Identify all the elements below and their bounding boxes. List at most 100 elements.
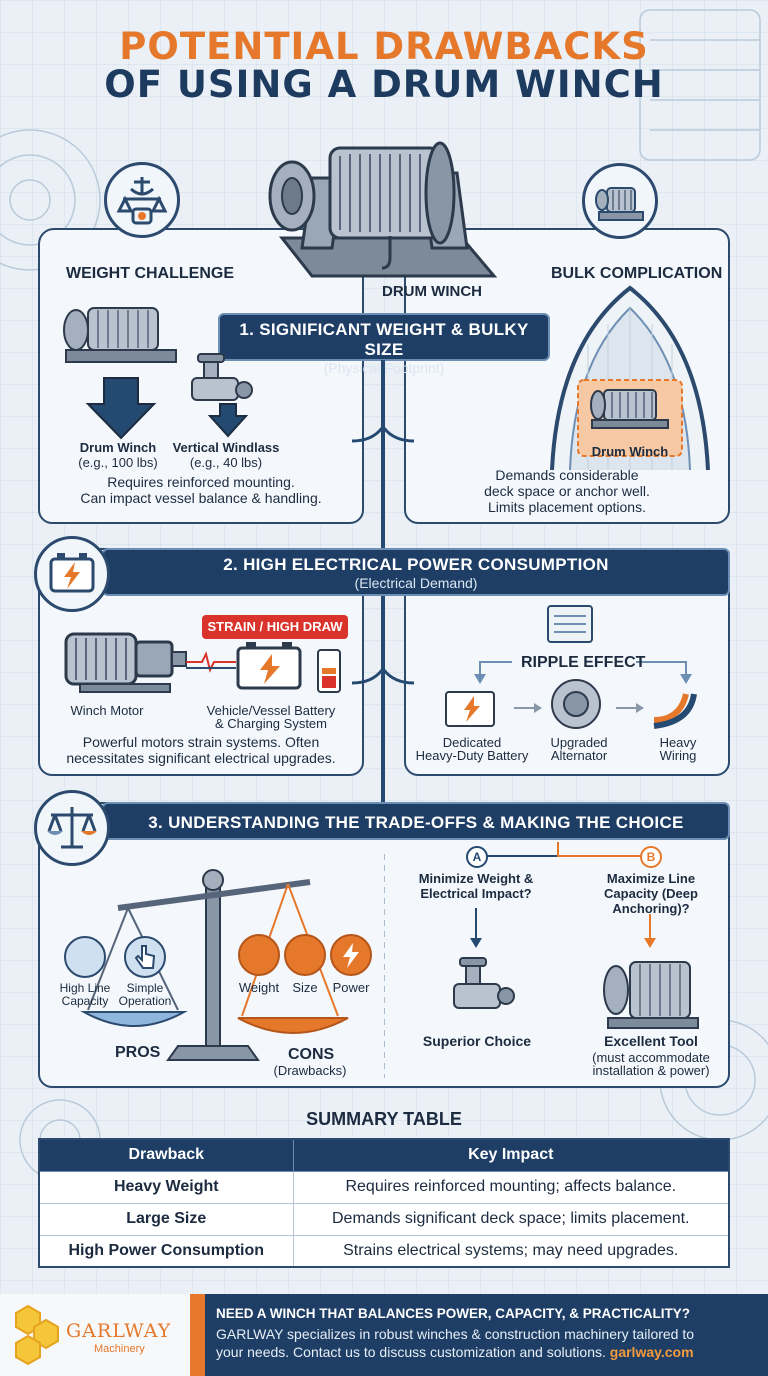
pro-1-line2: Capacity [61, 994, 109, 1008]
strain-badge: STRAIN / HIGH DRAW [202, 615, 348, 639]
pro-1-line1: High Line [59, 981, 111, 995]
cons-sublabel: (Drawbacks) [273, 1063, 347, 1078]
bulk-complication-title: BULK COMPLICATION [551, 265, 723, 282]
summary-title: SUMMARY TABLE [306, 1109, 462, 1129]
pros-label: PROS [115, 1044, 161, 1061]
logo-subtitle: Machinery [94, 1343, 145, 1355]
ripple-item-2-line2: Alternator [550, 748, 608, 763]
section3-heading: 3. UNDERSTANDING THE TRADE-OFFS & MAKING… [148, 813, 684, 832]
ripple-item-1-line1: Dedicated [442, 735, 502, 750]
battery-label-line2: & Charging System [215, 716, 327, 731]
option-a-question-line1: Minimize Weight & [418, 871, 534, 886]
ripple-effect-title: RIPPLE EFFECT [521, 654, 646, 671]
drum-winch-weight-icon [63, 307, 177, 440]
option-b-question-line3: Anchoring)? [612, 901, 690, 916]
table-row: High Power Consumption Strains electrica… [38, 1234, 730, 1268]
connector-spine-2 [381, 596, 385, 802]
option-b-note-line1: (must accommodate [592, 1050, 710, 1065]
balance-scale-icon [34, 790, 110, 866]
footer: GARLWAY Machinery NEED A WINCH THAT BALA… [0, 1294, 768, 1376]
weight-icon [238, 934, 280, 976]
choice-diagram [384, 842, 699, 1078]
option-b-question-line2: Capacity (Deep [604, 886, 698, 901]
hand-pointer-icon [124, 936, 166, 978]
summary-header-row: Drawback Key Impact [38, 1138, 730, 1172]
table-row: Large Size Demands significant deck spac… [38, 1202, 730, 1236]
bulk-desc-line3: Limits placement options. [488, 499, 646, 515]
logo-name: GARLWAY [66, 1320, 172, 1342]
summary-table: Drawback Key Impact Heavy Weight Require… [38, 1138, 730, 1268]
drum-winch-weight: (e.g., 100 lbs) [78, 455, 158, 470]
option-b-question-line1: Maximize Line [606, 871, 696, 886]
footer-body-line1: GARLWAY specializes in robust winches & … [216, 1326, 695, 1342]
expand-icon [284, 934, 326, 976]
section3-banner: 3. UNDERSTANDING THE TRADE-OFFS & MAKING… [102, 802, 730, 840]
bulk-desc-line2: deck space or anchor well. [484, 483, 650, 499]
section2-heading: 2. HIGH ELECTRICAL POWER CONSUMPTION [223, 555, 609, 574]
option-b-badge: B [640, 846, 662, 868]
ripple-item-1-line2: Heavy-Duty Battery [415, 748, 529, 763]
table-cell: Heavy Weight [38, 1170, 294, 1204]
drum-winch-hero-label: DRUM WINCH [382, 283, 482, 300]
branch-connector-2 [352, 669, 414, 685]
cons-label: CONS [288, 1046, 335, 1063]
summary-header-drawback: Drawback [38, 1138, 294, 1172]
section1-banner: 1. SIGNIFICANT WEIGHT & BULKY SIZE (Phys… [218, 313, 550, 376]
summary-header-impact: Key Impact [292, 1138, 730, 1172]
deck-winch-label: Drum Winch [591, 444, 669, 459]
option-a-badge: A [466, 846, 488, 868]
con-weight: Weight [238, 980, 280, 995]
table-cell: Requires reinforced mounting; affects ba… [292, 1170, 730, 1204]
drum-winch-hero-icon [268, 141, 498, 278]
table-cell: Strains electrical systems; may need upg… [292, 1234, 730, 1268]
electrical-desc-line2: necessitates significant electrical upgr… [66, 750, 336, 766]
anchor-scale-icon [104, 162, 180, 238]
con-power: Power [332, 980, 370, 995]
battery-label-line1: Vehicle/Vessel Battery [206, 703, 336, 718]
boat-deck-icon [550, 285, 710, 471]
section2-banner: 2. HIGH ELECTRICAL POWER CONSUMPTION (El… [102, 548, 730, 596]
ripple-item-3-line2: Wiring [659, 748, 697, 763]
pro-2-line2: Operation [118, 994, 172, 1008]
winch-icon [582, 163, 658, 239]
table-cell: High Power Consumption [38, 1234, 294, 1268]
vertical-windlass-weight: (e.g., 40 lbs) [189, 455, 263, 470]
option-b-result: Excellent Tool [604, 1033, 698, 1049]
pro-2-line1: Simple [126, 981, 164, 995]
table-cell: Demands significant deck space; limits p… [292, 1202, 730, 1236]
connector-spine-1 [381, 360, 385, 548]
vertical-windlass-name: Vertical Windlass [172, 440, 280, 455]
motor-battery-diagram [64, 632, 341, 693]
lightning-icon [330, 934, 372, 976]
branch-connector-1 [352, 427, 414, 443]
ripple-item-2-line1: Upgraded [550, 735, 608, 750]
weight-desc-line1: Requires reinforced mounting. [107, 474, 295, 490]
weight-desc-line2: Can impact vessel balance & handling. [80, 490, 322, 506]
section2-subheading: (Electrical Demand) [354, 575, 478, 591]
table-cell: Large Size [38, 1202, 294, 1236]
winch-motor-label: Winch Motor [70, 703, 144, 718]
title-line-2: OF USING A DRUM WINCH [104, 63, 664, 106]
con-size: Size [292, 980, 318, 995]
electrical-desc-line1: Powerful motors strain systems. Often [82, 734, 320, 750]
drum-icon [64, 936, 106, 978]
ripple-item-3-line1: Heavy [659, 735, 697, 750]
footer-body-line2-wrap: your needs. Contact us to discuss custom… [216, 1344, 762, 1360]
option-b-note-line2: installation & power) [592, 1063, 710, 1078]
footer-body-line2: your needs. Contact us to discuss custom… [216, 1344, 606, 1360]
bulk-desc-line1: Demands considerable [495, 467, 639, 483]
footer-headline: NEED A WINCH THAT BALANCES POWER, CAPACI… [216, 1306, 690, 1321]
table-row: Heavy Weight Requires reinforced mountin… [38, 1170, 730, 1204]
garlway-logo-icon [15, 1304, 59, 1366]
weight-challenge-panel [38, 228, 364, 524]
title-line-1: POTENTIAL DRAWBACKS [119, 25, 649, 68]
footer-link[interactable]: garlway.com [609, 1344, 694, 1360]
windlass-weight-icon [191, 353, 253, 438]
ripple-effect-diagram [445, 605, 697, 729]
drum-winch-name: Drum Winch [79, 440, 157, 455]
option-a-question-line2: Electrical Impact? [420, 886, 532, 901]
battery-bolt-icon [34, 536, 110, 612]
weight-challenge-title: WEIGHT CHALLENGE [66, 265, 234, 282]
section1-heading: 1. SIGNIFICANT WEIGHT & BULKY SIZE [239, 320, 529, 359]
option-a-result: Superior Choice [422, 1033, 532, 1049]
